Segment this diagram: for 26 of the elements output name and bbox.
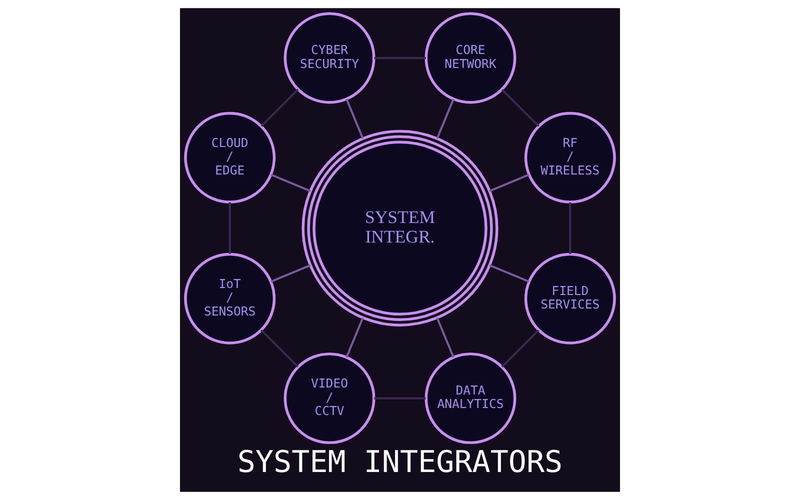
node-circle: SYSTEM INTEGR.	[302, 130, 498, 326]
connector	[436, 317, 454, 358]
diagram-title: SYSTEM INTEGRATORS	[237, 445, 563, 480]
connector	[374, 397, 426, 400]
node-circle: VIDEO / CCTV	[284, 352, 376, 444]
connector	[489, 264, 530, 283]
connector	[346, 317, 364, 358]
connector	[489, 174, 530, 192]
connector	[346, 98, 364, 139]
node-circle: CORE NETWORK	[424, 12, 516, 104]
node-circle: RF / WIRELESS	[524, 112, 616, 204]
node-circle: CYBER SECURITY	[284, 12, 376, 104]
connector	[501, 88, 540, 127]
connector	[374, 56, 426, 60]
node-circle: CLOUD / EDGE	[184, 112, 276, 204]
connector	[260, 329, 299, 368]
connector	[260, 88, 299, 127]
connector	[228, 202, 231, 254]
node-circle: FIELD SERVICES	[524, 252, 616, 344]
connector	[569, 202, 572, 254]
node-circle: DATA ANALYTICS	[424, 352, 516, 444]
connector	[270, 264, 311, 283]
connector	[436, 98, 454, 139]
connector	[270, 174, 311, 192]
connector	[501, 330, 540, 368]
node-circle: IoT / SENSORS	[184, 252, 276, 344]
